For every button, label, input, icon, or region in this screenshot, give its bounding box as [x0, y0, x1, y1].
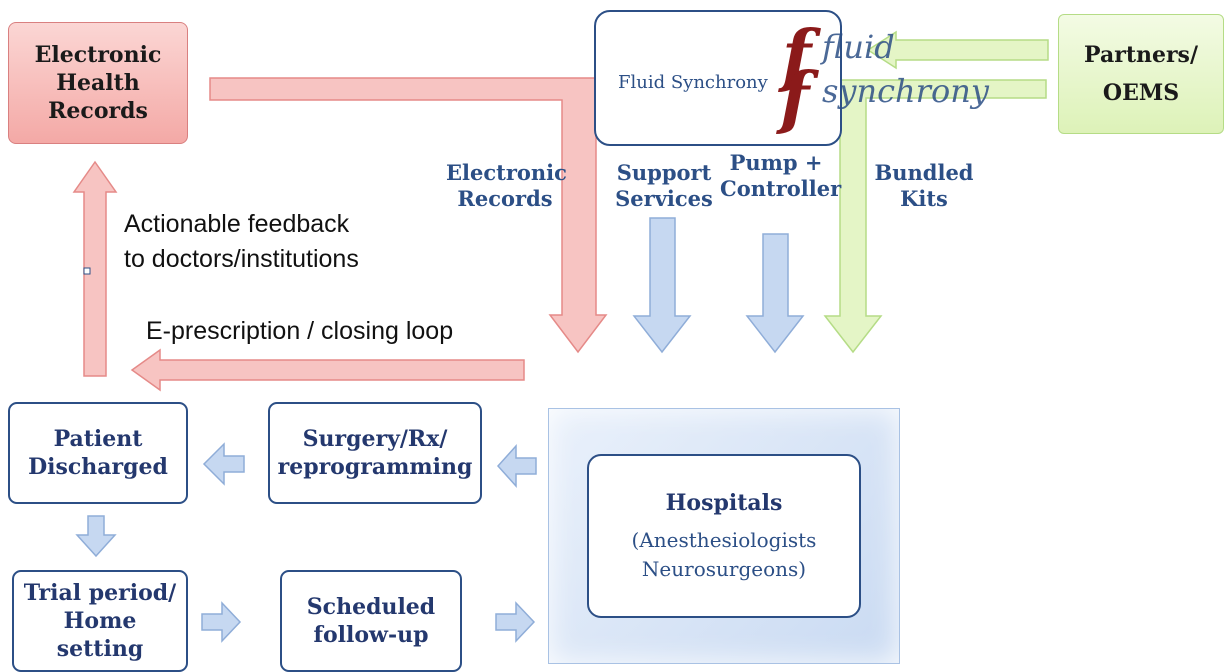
pump-controller-arrow [745, 233, 805, 354]
trial-to-followup-arrow [201, 601, 242, 643]
hospitals-panel: Hospitals (Anesthesiologists Neurosurgeo… [548, 408, 900, 664]
connector-handle [83, 267, 91, 275]
logo-f-glyph-2: f [780, 58, 810, 138]
actionable-feedback-arrow [72, 160, 118, 377]
ehr-label: Electronic Health Records [34, 42, 162, 124]
hospitals-box: Hospitals (Anesthesiologists Neurosurgeo… [587, 454, 861, 618]
logo-f-glyph-1: f [782, 16, 812, 96]
partners-to-fluid-arrow [866, 30, 1049, 70]
partners-box: Partners/ OEMS [1058, 14, 1224, 134]
logo-word-1: fluid [822, 28, 895, 66]
hospitals-line-2: Neurosurgeons) [641, 557, 807, 581]
patient-discharged-label: Patient Discharged [28, 426, 168, 480]
patient-discharged-box: Patient Discharged [8, 402, 188, 504]
support-services-label: Support Services [615, 160, 713, 211]
hospitals-line-1: (Anesthesiologists [631, 528, 817, 552]
bundled-kits-arrow [823, 79, 1047, 354]
logo-word-2: synchrony [822, 72, 989, 110]
fluid-synchrony-logo: f f fluid synchrony [776, 14, 989, 138]
partners-label: Partners/ OEMS [1084, 42, 1198, 106]
surgery-to-discharged-arrow [202, 442, 245, 486]
e-prescription-label: E-prescription / closing loop [146, 317, 454, 345]
electronic-records-label: Electronic Records [446, 160, 567, 211]
followup-to-hospitals-arrow [495, 601, 536, 643]
support-services-arrow [632, 217, 692, 354]
scheduled-followup-label: Scheduled follow-up [306, 594, 436, 648]
pump-controller-label: Pump + Controller [720, 150, 842, 201]
actionable-feedback-line-1: Actionable feedback [124, 210, 350, 238]
trial-period-label: Trial period/ Home setting [23, 580, 177, 662]
bundled-kits-label: Bundled Kits [874, 160, 974, 211]
fluid-synchrony-label: Fluid Synchrony [618, 72, 768, 93]
ehr-box: Electronic Health Records [8, 22, 188, 144]
surgery-label: Surgery/Rx/ reprogramming [277, 426, 473, 480]
electronic-records-arrow [209, 77, 608, 354]
hospitals-to-surgery-arrow [496, 444, 537, 488]
hospitals-title: Hospitals [665, 490, 783, 516]
discharged-to-trial-arrow [75, 515, 117, 558]
surgery-box: Surgery/Rx/ reprogramming [268, 402, 482, 504]
actionable-feedback-line-2: to doctors/institutions [124, 245, 359, 273]
fluid-synchrony-box: Fluid Synchrony [594, 10, 842, 146]
scheduled-followup-box: Scheduled follow-up [280, 570, 462, 672]
trial-period-box: Trial period/ Home setting [12, 570, 188, 672]
e-prescription-arrow [130, 348, 525, 392]
